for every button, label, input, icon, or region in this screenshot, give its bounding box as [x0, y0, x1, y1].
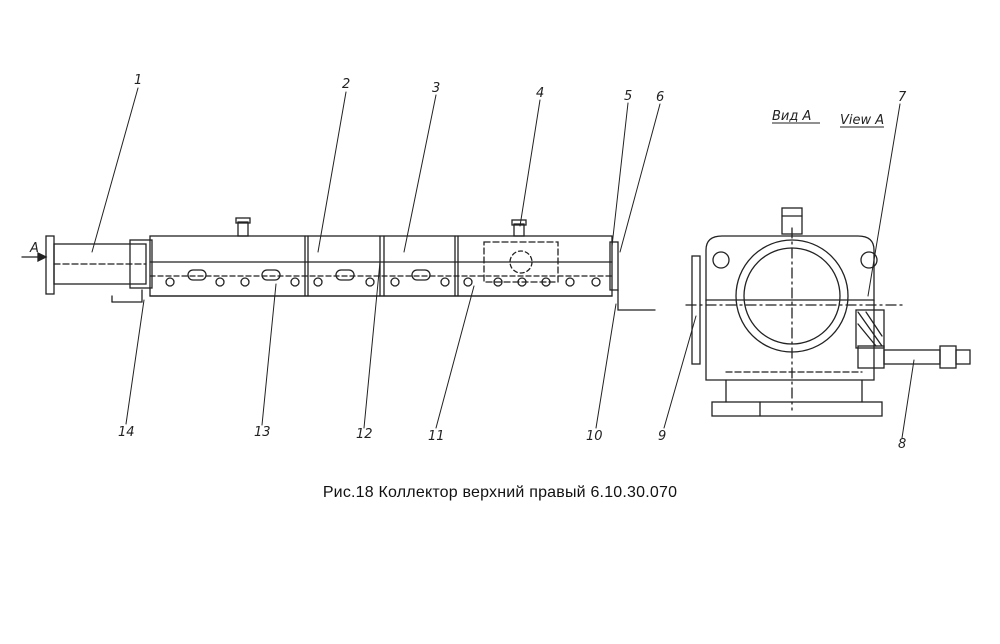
callout-11: 11 [428, 429, 445, 444]
callout-13: 13 [254, 425, 271, 440]
figure-caption: Рис.18 Коллектор верхний правый 6.10.30.… [322, 484, 678, 501]
callout-7: 7 [898, 90, 907, 105]
callout-14: 14 [118, 425, 135, 440]
view-label-ru: Вид А [772, 109, 811, 124]
callout-10: 10 [586, 429, 603, 444]
collector-side-view [21, 217, 656, 311]
callout-4: 4 [536, 86, 544, 101]
callout-labels: 1 2 3 4 5 6 7 8 9 10 11 12 13 14 А Вид А… [29, 73, 907, 452]
callout-3: 3 [432, 81, 440, 96]
slot-row [165, 269, 601, 287]
end-view-a [685, 207, 971, 417]
callout-2: 2 [342, 77, 350, 92]
callout-1: 1 [134, 73, 142, 88]
callout-6: 6 [656, 90, 664, 105]
leader-lines [91, 87, 915, 439]
callout-9: 9 [658, 429, 666, 444]
arrow-a-label: А [29, 241, 39, 256]
view-label-en: View A [840, 113, 884, 128]
callout-12: 12 [356, 427, 373, 442]
callout-8: 8 [898, 437, 906, 452]
callout-5: 5 [624, 89, 632, 104]
